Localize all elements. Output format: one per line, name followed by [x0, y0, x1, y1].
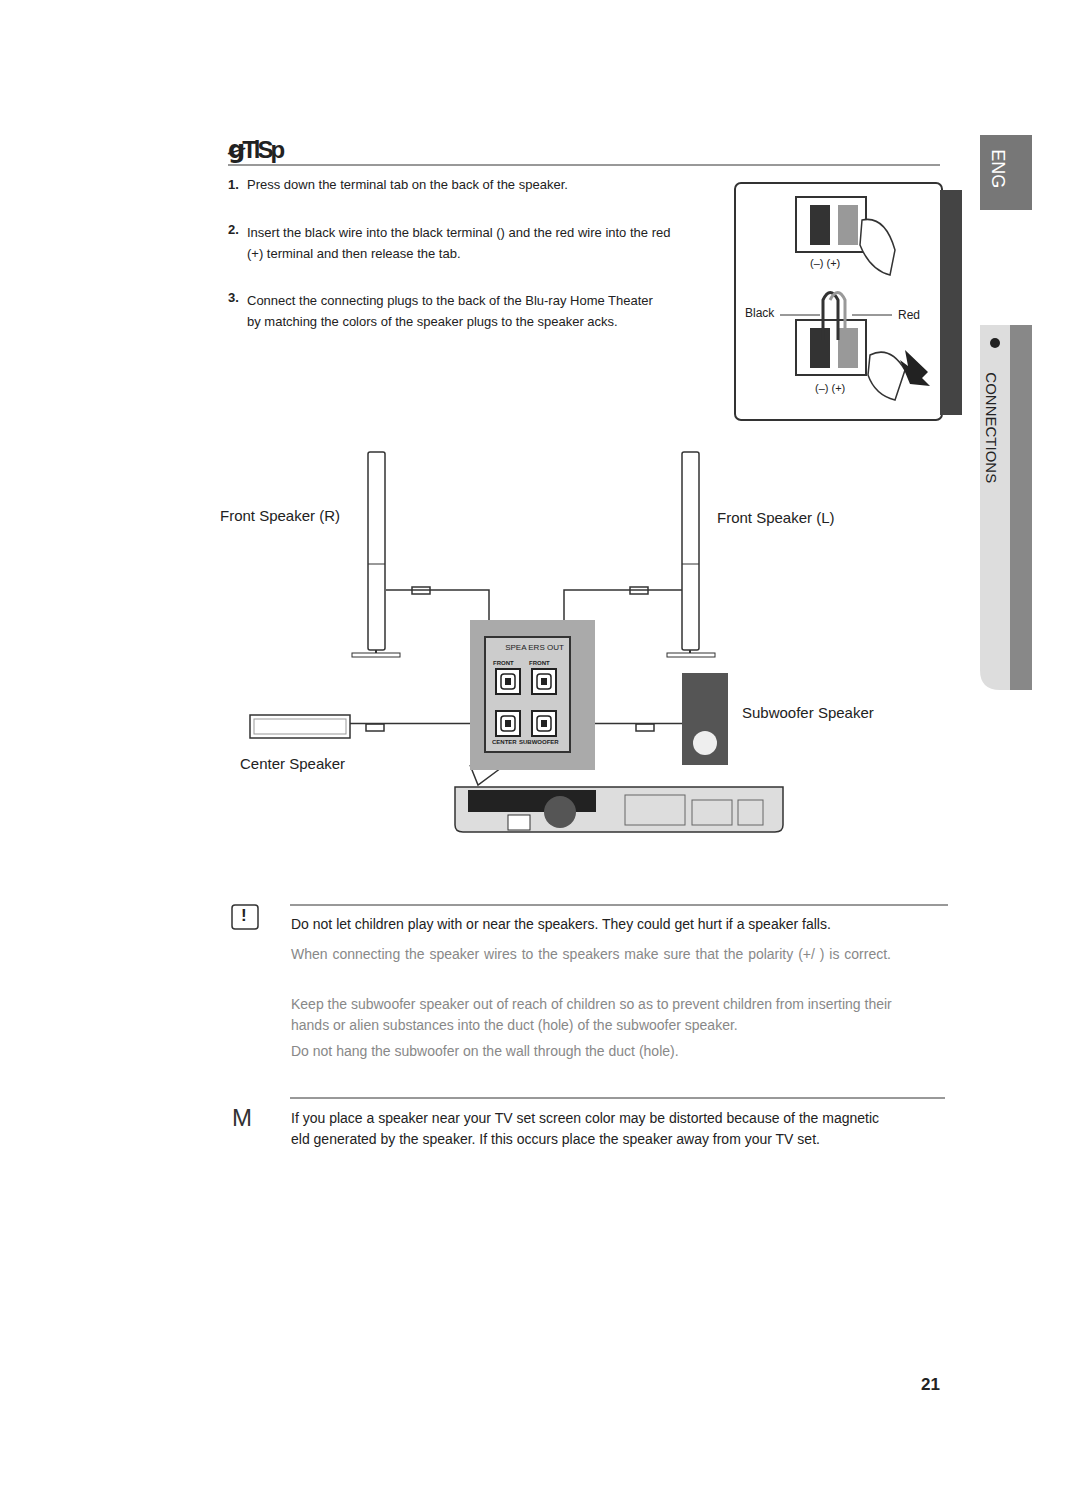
caution-note: Do not let children play with or near th…: [291, 915, 911, 933]
jack-socket: [495, 668, 521, 695]
page-number: 21: [921, 1374, 940, 1396]
speaker-name: Center Speaker: [240, 754, 345, 774]
jack-label: FRONT: [529, 660, 550, 668]
shape: [220, 452, 402, 658]
panel-heading: SPEA ERS OUT: [503, 643, 566, 653]
note-icon: M: [232, 1102, 252, 1133]
jack-label: CENTER: [492, 739, 517, 747]
speaker-jack-panel: SPEA ERS OUTFRONTFRONTCENTERSUBWOOFER: [470, 620, 595, 770]
jack-socket: [531, 710, 557, 737]
step-number: 3.: [228, 290, 239, 307]
jack: FRONT: [531, 668, 557, 695]
caution-note: Keep the subwoofer speaker out of reach …: [291, 994, 911, 1036]
note-text: If you place a speaker near your TV set …: [291, 1108, 891, 1150]
section-tab: CONNECTIONS: [982, 372, 1002, 483]
step-text: Connect the connecting plugs to the back…: [247, 290, 667, 332]
page-title: ꞡTlSp: [228, 134, 282, 165]
step-text: Press down the terminal tab on the back …: [247, 177, 727, 194]
jack: FRONT: [495, 668, 521, 695]
polarity-label: (–) (+): [810, 256, 840, 270]
jack-label: FRONT: [493, 660, 514, 668]
caution-icon: !: [241, 905, 247, 927]
speaker-name: Front Speaker (R): [220, 506, 340, 526]
step-text: Insert the black wire into the black ter…: [247, 222, 677, 264]
caution-note: Do not hang the subwoofer on the wall th…: [291, 1042, 911, 1060]
jack-label: SUBWOOFER: [519, 739, 559, 747]
speaker-name: Subwoofer Speaker: [742, 703, 874, 723]
language-tab: ENG: [986, 149, 1009, 188]
jack: SUBWOOFER: [531, 710, 557, 737]
jack-socket: [495, 710, 521, 737]
front-speaker: Front Speaker (R): [220, 452, 402, 658]
speaker-name: Front Speaker (L): [717, 508, 835, 528]
polarity-label: (–) (+): [815, 381, 845, 395]
jack: CENTER: [495, 710, 521, 737]
wire-color-label: Black: [745, 306, 774, 322]
step-number: 1.: [228, 177, 239, 194]
step-number: 2.: [228, 222, 239, 239]
shape: [667, 452, 842, 658]
center-speaker: Center Speaker: [240, 713, 352, 777]
caution-note: When connecting the speaker wires to the…: [291, 944, 911, 965]
jack-socket: [531, 668, 557, 695]
front-speaker: Front Speaker (L): [667, 452, 842, 658]
wire-color-label: Red: [898, 308, 920, 324]
subwoofer-speaker: Subwoofer Speaker: [682, 673, 882, 765]
